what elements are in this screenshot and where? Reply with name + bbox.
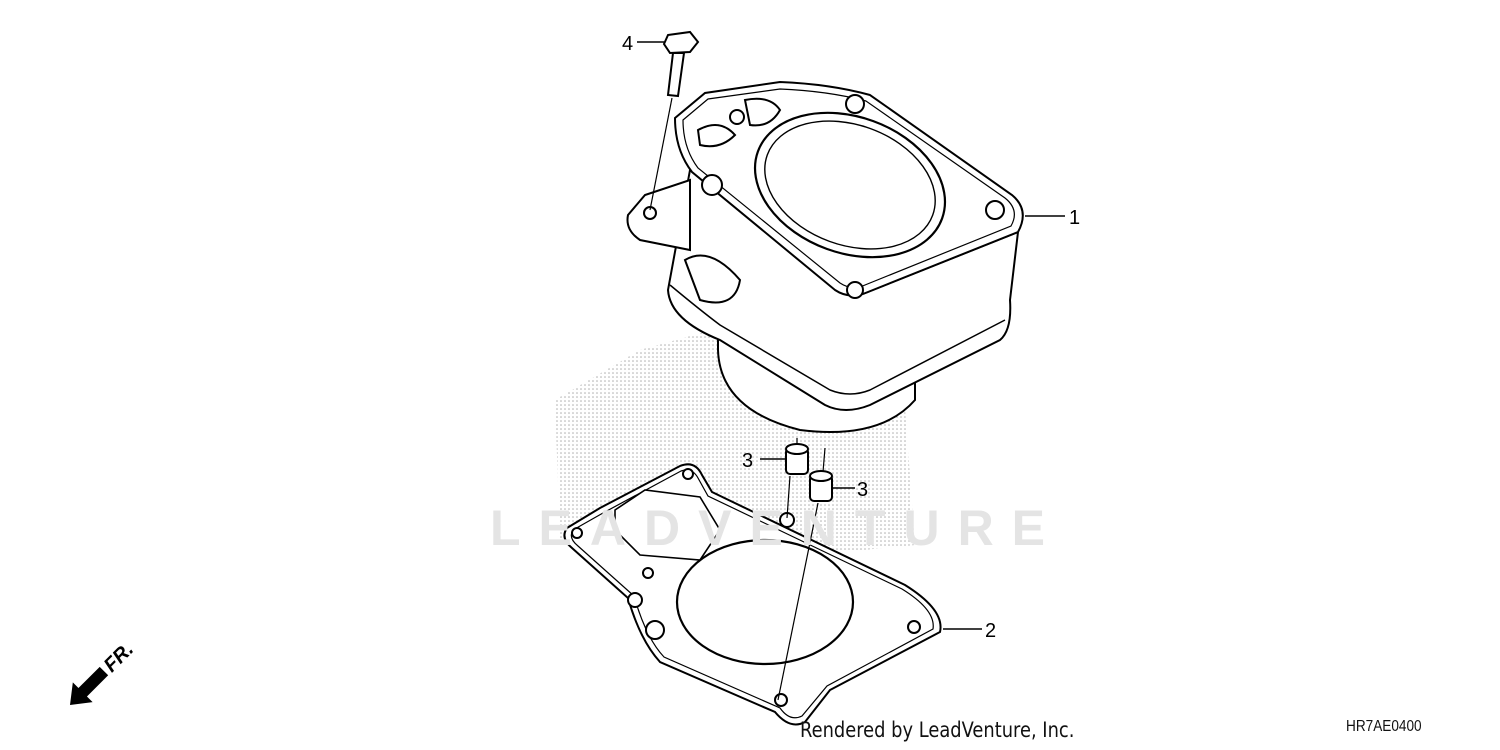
svg-text:1: 1 bbox=[1069, 207, 1080, 229]
front-arrow-icon bbox=[70, 666, 109, 705]
render-credit: Rendered by LeadVenture, Inc. bbox=[800, 718, 1075, 742]
callout-1[interactable]: 1 bbox=[1025, 207, 1080, 229]
svg-text:3: 3 bbox=[742, 450, 753, 472]
svg-text:3: 3 bbox=[857, 479, 868, 501]
watermark: LEADVENTURE bbox=[490, 500, 1063, 556]
front-direction-indicator: FR. bbox=[70, 638, 138, 705]
diagram-code: HR7AE0400 bbox=[1346, 718, 1422, 735]
bolt bbox=[649, 30, 700, 211]
cylinder bbox=[626, 80, 1024, 433]
cylinder-gasket bbox=[563, 463, 942, 726]
callout-3b[interactable]: 3 bbox=[832, 479, 868, 501]
callout-2[interactable]: 2 bbox=[943, 620, 996, 642]
callout-4[interactable]: 4 bbox=[622, 33, 664, 55]
callout-3a[interactable]: 3 bbox=[742, 450, 786, 472]
svg-text:4: 4 bbox=[622, 33, 633, 55]
front-label: FR. bbox=[100, 638, 138, 676]
dowel-pins bbox=[777, 438, 833, 701]
svg-text:2: 2 bbox=[985, 620, 996, 642]
